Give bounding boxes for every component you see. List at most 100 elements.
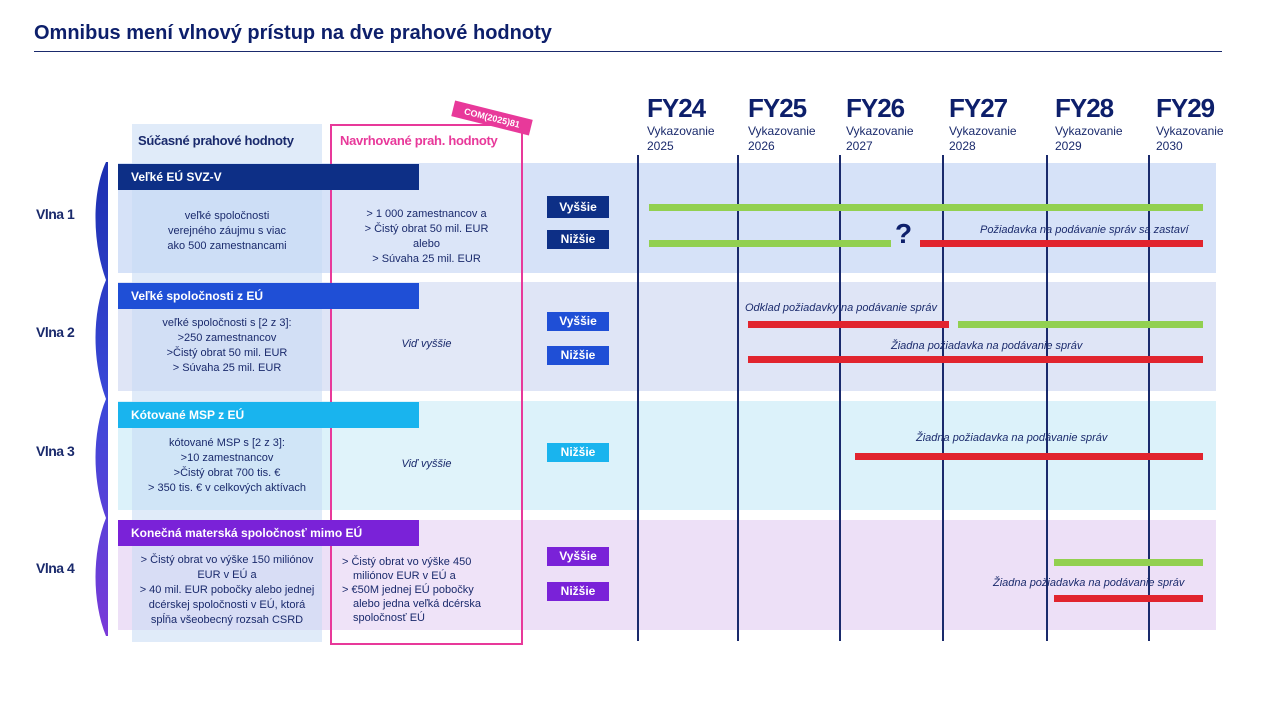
reporting-year: 2028 bbox=[949, 139, 976, 153]
criteria-line: veľké spoločnosti bbox=[184, 210, 270, 222]
fy-label: FY26 bbox=[846, 93, 905, 123]
wave-1-lower-badge: Nižšie bbox=[547, 230, 609, 249]
wave-2-higher-bar bbox=[958, 321, 1203, 328]
criteria-line: >250 zamestnancov bbox=[177, 332, 277, 344]
year-fy26: FY26 Vykazovanie 2027 bbox=[846, 93, 914, 154]
fy-label: FY25 bbox=[748, 93, 807, 123]
wave-1-higher-badge: Vyššie bbox=[547, 196, 609, 218]
criteria-line: >Čistý obrat 700 tis. € bbox=[173, 467, 281, 479]
wave-2-lower-note: Žiadna požiadavka na podávanie správ bbox=[891, 340, 1083, 352]
wave-1-lower-note: Požiadavka na podávanie správ sa zastaví bbox=[980, 224, 1189, 236]
wave-1-stop-bar bbox=[920, 240, 1203, 247]
criteria-line: > 40 mil. EUR pobočky alebo jednej bbox=[139, 584, 315, 596]
criteria-line: miliónov EUR v EÚ a bbox=[353, 570, 456, 582]
wave-1-higher-bar bbox=[649, 204, 1203, 211]
reporting-label: Vykazovanie bbox=[748, 124, 816, 138]
year-divider bbox=[839, 155, 841, 641]
wave-2-higher-badge: Vyššie bbox=[547, 312, 609, 331]
criteria-line: > Čistý obrat vo výške 450 bbox=[342, 556, 472, 568]
year-fy29: FY29 Vykazovanie 2030 bbox=[1156, 93, 1224, 154]
question-mark-icon: ? bbox=[895, 218, 913, 249]
fy-label: FY28 bbox=[1055, 93, 1114, 123]
criteria-line: EUR v EÚ a bbox=[197, 569, 257, 581]
current-thresholds-column bbox=[132, 124, 322, 642]
reporting-label: Vykazovanie bbox=[1055, 124, 1123, 138]
criteria-line: alebo bbox=[413, 238, 440, 250]
criteria-line: > Čistý obrat vo výške 150 miliónov bbox=[140, 554, 314, 566]
wave-1-label: Vlna 1 bbox=[36, 206, 75, 222]
reporting-label: Vykazovanie bbox=[846, 124, 914, 138]
wave-3-lower-note: Žiadna požiadavka na podávanie správ bbox=[916, 432, 1108, 444]
year-divider bbox=[942, 155, 944, 641]
criteria-line: > 350 tis. € v celkových aktívach bbox=[147, 482, 307, 494]
criteria-line: alebo jedna veľká dcérska bbox=[353, 598, 481, 610]
wave-1-lower-bar bbox=[649, 240, 891, 247]
proposed-thresholds-column bbox=[330, 124, 523, 645]
year-fy28: FY28 Vykazovanie 2029 bbox=[1055, 93, 1123, 154]
fy-label: FY27 bbox=[949, 93, 1008, 123]
wave-shape-icon bbox=[95, 162, 108, 636]
wave-2-higher-note: Odklad požiadavky na podávanie správ bbox=[745, 302, 938, 314]
year-divider bbox=[1046, 155, 1048, 641]
wave-4-lower-bar bbox=[1054, 595, 1203, 602]
criteria-line: kótované MSP s [2 z 3]: bbox=[169, 437, 285, 449]
reporting-year: 2030 bbox=[1156, 139, 1183, 153]
criteria-line: >10 zamestnancov bbox=[180, 452, 274, 464]
wave-4-label: Vlna 4 bbox=[36, 560, 75, 576]
year-divider bbox=[1148, 155, 1150, 641]
wave-1-category: Veľké EÚ SVZ-V bbox=[118, 164, 419, 190]
criteria-line: > Čistý obrat 50 mil. EUR bbox=[364, 223, 489, 235]
reporting-year: 2025 bbox=[647, 139, 674, 153]
criteria-line: > Súvaha 25 mil. EUR bbox=[172, 362, 282, 374]
wave-4-lower-note: Žiadna požiadavka na podávanie správ bbox=[993, 577, 1185, 589]
wave-3-lower-bar bbox=[855, 453, 1203, 460]
wave-3-category: Kótované MSP z EÚ bbox=[118, 402, 419, 428]
wave-4-current-criteria: > Čistý obrat vo výške 150 miliónov EUR … bbox=[132, 553, 322, 628]
reporting-year: 2029 bbox=[1055, 139, 1082, 153]
wave-3-current-criteria: kótované MSP s [2 z 3]: >10 zamestnancov… bbox=[132, 436, 322, 496]
wave-2-current-criteria: veľké spoločnosti s [2 z 3]: >250 zamest… bbox=[132, 316, 322, 376]
wave-3-lower-badge: Nižšie bbox=[547, 443, 609, 462]
wave-3-proposed-same: Viď vyššie bbox=[401, 458, 452, 470]
wave-4-proposed-criteria: > Čistý obrat vo výške 450 miliónov EUR … bbox=[342, 555, 514, 625]
wave-2-delay-bar bbox=[748, 321, 949, 328]
year-divider bbox=[737, 155, 739, 641]
year-fy24: FY24 Vykazovanie 2025 bbox=[647, 93, 715, 154]
criteria-line: spĺňa všeobecný rozsah CSRD bbox=[150, 614, 304, 626]
criteria-line: spoločnosť EÚ bbox=[353, 612, 425, 624]
criteria-line: verejného záujmu s viac bbox=[167, 225, 286, 237]
reporting-label: Vykazovanie bbox=[647, 124, 715, 138]
page-title: Omnibus mení vlnový prístup na dve praho… bbox=[34, 22, 552, 44]
wave-2-label: Vlna 2 bbox=[36, 324, 75, 340]
wave-4-higher-badge: Vyššie bbox=[547, 547, 609, 566]
current-thresholds-header: Súčasné prahové hodnoty bbox=[138, 133, 294, 148]
criteria-line: ako 500 zamestnancami bbox=[167, 240, 287, 252]
reporting-label: Vykazovanie bbox=[1156, 124, 1224, 138]
wave-2-lower-bar bbox=[748, 356, 1203, 363]
wave-1-current-criteria: veľké spoločnosti verejného záujmu s via… bbox=[132, 209, 322, 254]
wave-3-label: Vlna 3 bbox=[36, 443, 75, 459]
reporting-year: 2027 bbox=[846, 139, 873, 153]
criteria-line: >Čistý obrat 50 mil. EUR bbox=[166, 347, 288, 359]
wave-2-category: Veľké spoločnosti z EÚ bbox=[118, 283, 419, 309]
criteria-line: > €50M jednej EÚ pobočky bbox=[342, 584, 474, 596]
reporting-label: Vykazovanie bbox=[949, 124, 1017, 138]
criteria-line: veľké spoločnosti s [2 z 3]: bbox=[162, 317, 292, 329]
title-divider bbox=[34, 51, 1222, 52]
wave-4-higher-bar bbox=[1054, 559, 1203, 566]
year-fy25: FY25 Vykazovanie 2026 bbox=[748, 93, 816, 154]
wave-2-proposed-same: Viď vyššie bbox=[401, 338, 452, 350]
fy-label: FY29 bbox=[1156, 93, 1215, 123]
wave-1-proposed-criteria: > 1 000 zamestnancov a > Čistý obrat 50 … bbox=[330, 207, 523, 267]
reporting-year: 2026 bbox=[748, 139, 775, 153]
wave-2-lower-badge: Nižšie bbox=[547, 346, 609, 365]
criteria-line: > Súvaha 25 mil. EUR bbox=[372, 253, 481, 265]
wave-4-category: Konečná materská spoločnosť mimo EÚ bbox=[118, 520, 419, 546]
year-divider bbox=[637, 155, 639, 641]
year-fy27: FY27 Vykazovanie 2028 bbox=[949, 93, 1017, 154]
proposed-thresholds-header: Navrhované prah. hodnoty bbox=[340, 133, 498, 148]
fy-label: FY24 bbox=[647, 93, 706, 123]
criteria-line: > 1 000 zamestnancov a bbox=[366, 208, 487, 220]
criteria-line: dcérskej spoločnosti v EÚ, ktorá bbox=[148, 599, 306, 611]
wave-4-lower-badge: Nižšie bbox=[547, 582, 609, 601]
